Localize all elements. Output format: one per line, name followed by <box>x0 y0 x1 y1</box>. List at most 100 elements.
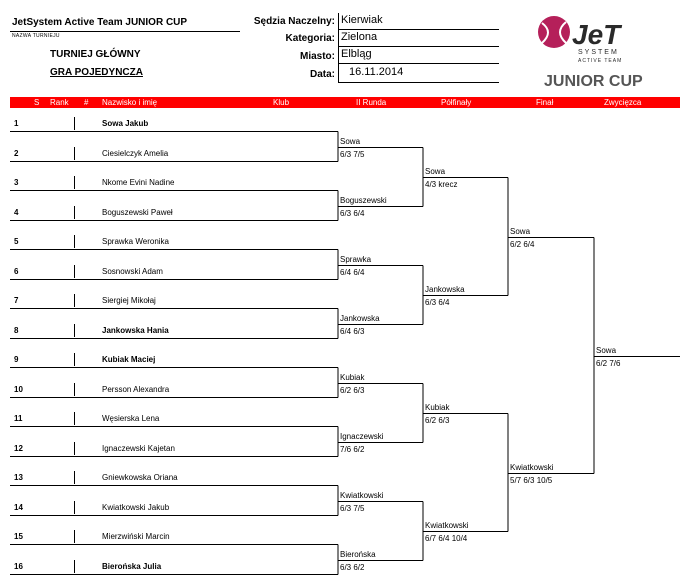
player-seed: 5 <box>14 237 19 246</box>
player-seed: 15 <box>14 532 23 541</box>
player-seed: 14 <box>14 502 23 512</box>
row-divider <box>74 471 75 484</box>
player-name: Ignaczewski Kajetan <box>102 443 175 453</box>
player-row-line <box>10 219 338 221</box>
col-round2: II Runda <box>356 98 387 107</box>
match-winner: Boguszewski <box>340 195 387 205</box>
player-name: Sowa Jakub <box>102 119 149 128</box>
match-score: 6/4 6/3 <box>340 326 365 336</box>
player-seed: 3 <box>14 178 19 187</box>
player-seed: 9 <box>14 355 19 364</box>
player-name: Sprawka Weronika <box>102 237 169 246</box>
player-row-line <box>10 426 338 427</box>
logo-brand: JeT <box>572 19 623 50</box>
match-winner: Kubiak <box>340 372 365 382</box>
match-score: 5/7 6/3 10/5 <box>510 475 553 485</box>
match-winner: Sowa <box>510 226 531 236</box>
col-club: Klub <box>273 98 290 107</box>
col-s: S <box>34 98 40 107</box>
logo-sub2: ACTIVE TEAM <box>578 58 622 64</box>
match-score: 6/7 6/4 10/4 <box>425 533 468 543</box>
match-winner: Bierońska <box>340 549 376 559</box>
city-field: Elbląg <box>338 47 499 64</box>
player-row-line <box>10 455 338 457</box>
player-name: Bierońska Julia <box>102 561 162 571</box>
match-winner: Jankowska <box>425 284 465 294</box>
col-name: Nazwisko i imię <box>102 98 158 107</box>
player-name: Nkome Evini Nadine <box>102 178 175 187</box>
player-row-line <box>10 573 338 575</box>
player-name: Węsierska Lena <box>102 414 160 423</box>
player-seed: 1 <box>14 119 19 128</box>
player-row-line <box>10 396 338 398</box>
player-row-line <box>10 131 338 132</box>
col-winner: Zwycięzca <box>604 98 642 107</box>
player-name: Sosnowski Adam <box>102 266 163 276</box>
row-divider <box>74 353 75 366</box>
col-hash: # <box>84 98 89 107</box>
match-winner: Ignaczewski <box>340 431 384 441</box>
match-score: 6/3 7/5 <box>340 503 365 513</box>
player-seed: 11 <box>14 414 23 423</box>
match-score: 6/3 6/2 <box>340 562 365 572</box>
player-seed: 13 <box>14 473 23 482</box>
row-divider <box>74 294 75 307</box>
player-row-line <box>10 367 338 368</box>
match-score: 6/4 6/4 <box>340 267 365 277</box>
referee-field: Kierwiak <box>338 13 499 30</box>
match-winner: Jankowska <box>340 313 380 323</box>
player-row-line <box>10 485 338 486</box>
player-name: Jankowska Hania <box>102 325 169 335</box>
referee-value: Kierwiak <box>341 14 383 26</box>
logo-cup: JUNIOR CUP <box>544 73 643 90</box>
player-name: Ciesielczyk Amelia <box>102 148 169 158</box>
row-divider <box>74 146 75 160</box>
tennis-ball-icon <box>538 16 570 48</box>
city-label: Miasto: <box>300 51 335 62</box>
player-seed: 16 <box>14 561 23 571</box>
row-divider <box>74 441 75 455</box>
row-divider <box>74 412 75 425</box>
player-seed: 7 <box>14 296 19 305</box>
row-divider <box>74 559 75 573</box>
row-divider <box>74 323 75 337</box>
col-semi: Półfinały <box>441 98 472 107</box>
match-score: 6/2 6/3 <box>340 385 365 395</box>
col-rank: Rank <box>50 98 69 107</box>
player-name: Mierzwiński Marcin <box>102 532 170 541</box>
match-winner: Kwiatkowski <box>510 462 554 472</box>
col-final: Finał <box>536 98 554 107</box>
category-field: Zielona <box>338 30 499 47</box>
player-seed: 2 <box>14 148 19 158</box>
player-name: Gniewkowska Oriana <box>102 473 178 482</box>
row-divider <box>74 205 75 219</box>
row-divider <box>74 176 75 189</box>
match-winner: Kwiatkowski <box>340 490 384 500</box>
match-winner: Sowa <box>596 345 617 355</box>
jet-system-logo: JeT SYSTEM ACTIVE TEAM JUNIOR CUP <box>536 13 646 93</box>
row-divider <box>74 500 75 514</box>
match-winner: Kubiak <box>425 402 450 412</box>
date-label: Data: <box>309 69 335 80</box>
player-row-line <box>10 514 338 516</box>
match-winner: Sowa <box>425 166 446 176</box>
match-score: 6/3 7/5 <box>340 149 365 159</box>
tournament-subtitle: NAZWA TURNIEJU <box>12 33 60 39</box>
player-name: Persson Alexandra <box>102 384 170 394</box>
player-row-line <box>10 249 338 250</box>
column-header-bar <box>10 97 680 108</box>
tournament-title: JetSystem Active Team JUNIOR CUP <box>12 17 188 28</box>
match-winner: Sprawka <box>340 254 372 264</box>
match-score: 6/3 6/4 <box>425 297 450 307</box>
date-field: 16.11.2014 <box>338 64 499 83</box>
player-seed: 10 <box>14 384 23 394</box>
player-row-line <box>10 278 338 280</box>
player-row-line <box>10 160 338 162</box>
player-name: Boguszewski Paweł <box>102 207 173 217</box>
player-seed: 8 <box>14 325 19 335</box>
row-divider <box>74 530 75 543</box>
player-seed: 12 <box>14 443 23 453</box>
title-underline <box>10 31 240 32</box>
player-row-line <box>10 337 338 339</box>
event-name: TURNIEJ GŁÓWNY <box>50 49 141 60</box>
